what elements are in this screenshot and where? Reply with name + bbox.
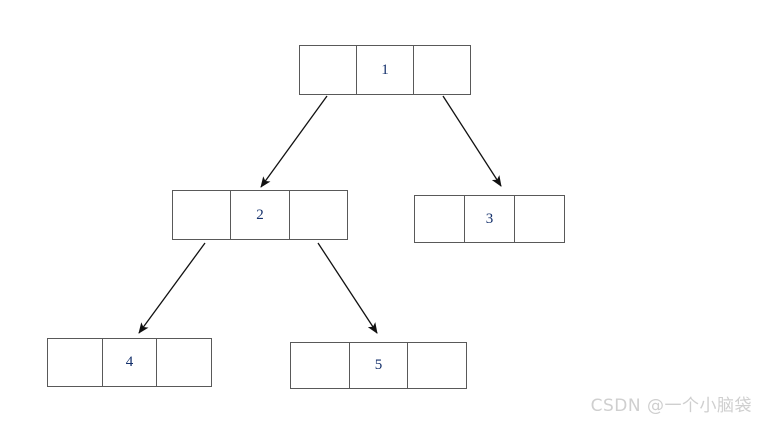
node-2-value-cell: 2 — [230, 191, 288, 239]
node-2-left-pointer-cell — [173, 191, 230, 239]
edge-2-5 — [317, 242, 378, 334]
node-4-right-pointer-cell — [156, 339, 211, 386]
node-4-value-cell: 4 — [101, 339, 157, 386]
tree-node-3[interactable]: 3 — [414, 195, 565, 243]
tree-node-5[interactable]: 5 — [290, 342, 467, 389]
node-3-right-pointer-cell — [514, 196, 564, 242]
node-1-right-pointer-cell — [413, 46, 470, 94]
node-5-value-cell: 5 — [348, 343, 408, 388]
csdn-watermark: CSDN @一个小脑袋 — [590, 396, 752, 416]
node-1-value-cell: 1 — [356, 46, 413, 94]
edge-2-4 — [138, 242, 206, 334]
edge-1-3 — [442, 95, 502, 187]
node-1-left-pointer-cell — [300, 46, 356, 94]
node-4-left-pointer-cell — [48, 339, 102, 386]
tree-node-1[interactable]: 1 — [299, 45, 471, 95]
node-3-value-cell: 3 — [464, 196, 514, 242]
node-5-right-pointer-cell — [407, 343, 466, 388]
tree-node-4[interactable]: 4 — [47, 338, 212, 387]
node-3-left-pointer-cell — [415, 196, 464, 242]
node-5-left-pointer-cell — [291, 343, 349, 388]
tree-node-2[interactable]: 2 — [172, 190, 348, 240]
node-2-right-pointer-cell — [288, 191, 347, 239]
edge-1-2 — [260, 95, 328, 188]
